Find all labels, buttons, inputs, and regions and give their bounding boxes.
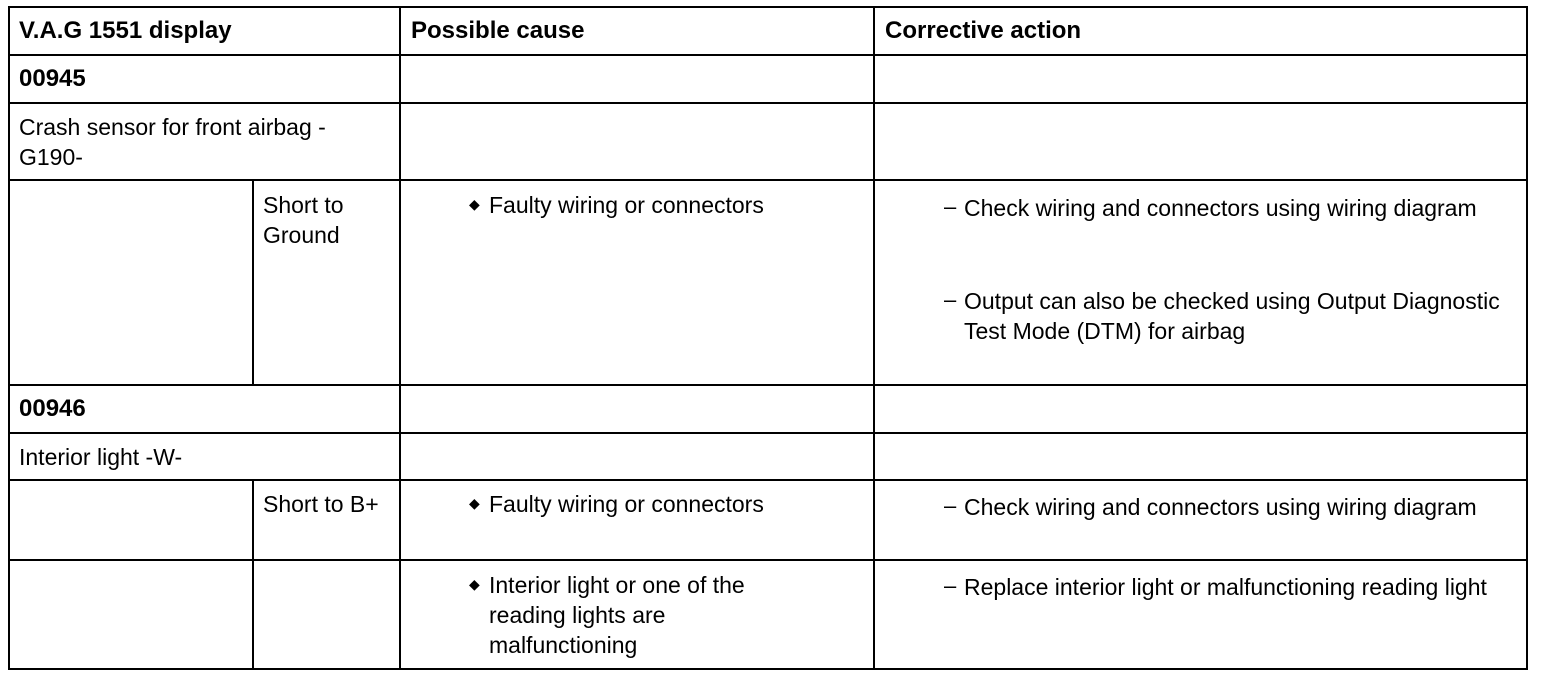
col-divider-2 [873, 6, 875, 670]
corrective-action: Check wiring and connectors using wiring… [964, 195, 1477, 221]
row-divider [8, 479, 1528, 481]
sub-col-divider-a [252, 180, 254, 386]
corrective-action: Check wiring and connectors using wiring… [964, 494, 1477, 520]
row-divider [8, 559, 1528, 561]
header-corrective-action: Corrective action [885, 17, 1082, 44]
possible-cause: Faulty wiring or connectors [489, 192, 764, 218]
dash-icon: – [944, 194, 957, 219]
row-divider [8, 432, 1528, 434]
fault-condition: Short to B+ [263, 491, 379, 517]
row-divider [8, 54, 1528, 56]
corrective-action: Replace interior light or malfunctioning… [964, 574, 1487, 600]
dash-icon: – [944, 573, 957, 598]
col-divider-1 [399, 6, 401, 670]
header-display: V.A.G 1551 display [19, 17, 232, 44]
sub-col-divider-b [252, 480, 254, 670]
table-border-bottom [8, 668, 1528, 670]
fault-component: Interior light -W- [19, 444, 183, 470]
table-border-right [1526, 6, 1528, 670]
dash-icon: – [944, 493, 957, 518]
possible-cause: Interior light or one of the reading lig… [489, 572, 745, 658]
corrective-action: Output can also be checked using Output … [964, 288, 1500, 344]
fault-condition: Short to Ground [263, 192, 344, 248]
dash-icon: – [944, 287, 957, 312]
row-divider [8, 102, 1528, 104]
table-border-top [8, 6, 1528, 8]
header-possible-cause: Possible cause [411, 17, 585, 44]
diamond-bullet-icon: ◆ [469, 495, 480, 511]
possible-cause: Faulty wiring or connectors [489, 491, 764, 517]
fault-code: 00945 [19, 65, 86, 92]
fault-component: Crash sensor for front airbag -G190- [19, 114, 326, 170]
row-divider [8, 179, 1528, 181]
diamond-bullet-icon: ◆ [469, 576, 480, 592]
diagnostic-table: V.A.G 1551 display Possible cause Correc… [8, 6, 1528, 670]
row-divider [8, 384, 1528, 386]
fault-code: 00946 [19, 395, 86, 422]
table-border-left [8, 6, 10, 670]
diamond-bullet-icon: ◆ [469, 196, 480, 212]
